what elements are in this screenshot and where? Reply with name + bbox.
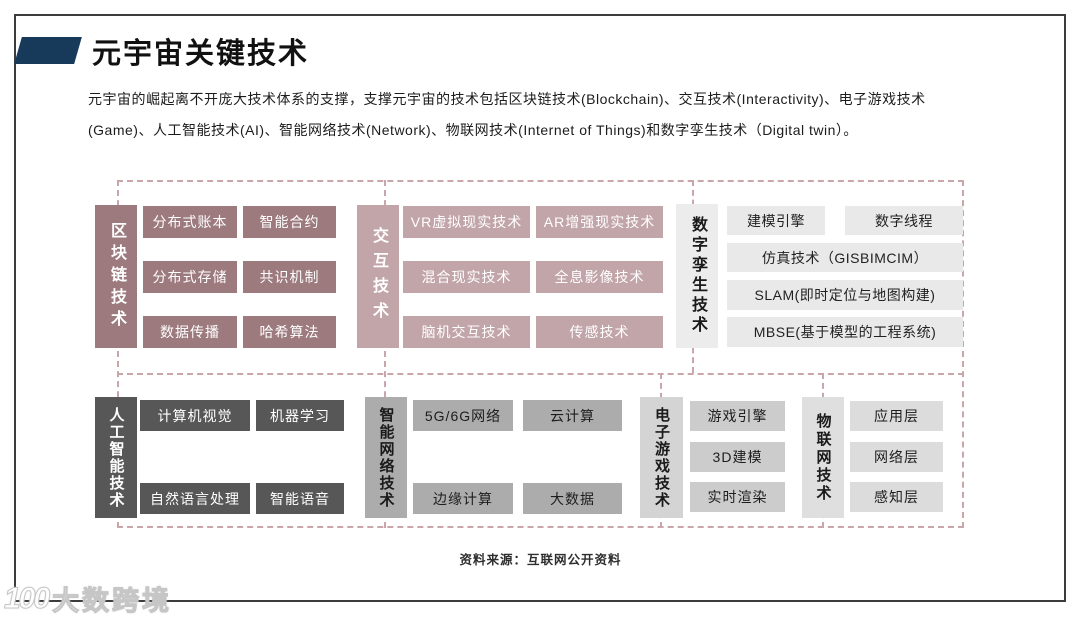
section-label-ai: 人工智能技术 (95, 397, 137, 518)
interaction-item: AR增强现实技术 (536, 206, 663, 238)
game-item: 游戏引擎 (690, 401, 785, 431)
blockchain-item: 分布式账本 (143, 206, 237, 238)
digital-twin-item: 数字线程 (845, 206, 963, 235)
digital-twin-item: MBSE(基于模型的工程系统) (727, 317, 963, 347)
blockchain-item: 哈希算法 (243, 316, 336, 348)
network-item: 云计算 (523, 400, 622, 431)
iot-item: 感知层 (850, 482, 943, 512)
diagram-dashed-divider-middle (384, 180, 386, 528)
game-item: 3D建模 (690, 442, 785, 472)
ai-item: 自然语言处理 (140, 483, 250, 514)
iot-item: 网络层 (850, 442, 943, 472)
ai-item: 机器学习 (256, 400, 344, 431)
section-label-interaction: 交互技术 (357, 205, 399, 348)
page-title: 元宇宙关键技术 (92, 38, 310, 70)
blockchain-item: 共识机制 (243, 261, 336, 293)
intro-line-2: (Game)、人工智能技术(AI)、智能网络技术(Network)、物联网技术(… (88, 122, 858, 138)
intro-line-1: 元宇宙的崛起离不开庞大技术体系的支撑，支撑元宇宙的技术包括区块链技术(Block… (88, 91, 926, 107)
section-label-game: 电子游戏技术 (640, 397, 683, 518)
blockchain-item: 分布式存储 (143, 261, 237, 293)
game-item: 实时渲染 (690, 482, 785, 512)
interaction-item: 全息影像技术 (536, 261, 663, 293)
interaction-item: 脑机交互技术 (403, 316, 530, 348)
section-label-iot: 物联网技术 (802, 397, 844, 518)
watermark-text: 大数跨境 (52, 586, 173, 617)
digital-twin-item: 建模引擎 (727, 206, 825, 235)
title-accent-shape (14, 37, 82, 64)
intro-paragraph: 元宇宙的崛起离不开庞大技术体系的支撑，支撑元宇宙的技术包括区块链技术(Block… (88, 84, 1023, 146)
interaction-item: 传感技术 (536, 316, 663, 348)
iot-item: 应用层 (850, 401, 943, 431)
digital-twin-item: SLAM(即时定位与地图构建) (727, 280, 963, 310)
ai-item: 智能语音 (256, 483, 344, 514)
digital-twin-item: 仿真技术（GISBIMCIM） (727, 243, 963, 272)
network-item: 大数据 (523, 483, 622, 514)
diagram-dashed-border (117, 180, 964, 528)
blockchain-item: 数据传播 (143, 316, 237, 348)
network-item: 5G/6G网络 (413, 400, 513, 431)
blockchain-item: 智能合约 (243, 206, 336, 238)
interaction-item: 混合现实技术 (403, 261, 530, 293)
network-item: 边缘计算 (413, 483, 513, 514)
section-label-digital-twin: 数字孪生技术 (676, 204, 718, 348)
source-note: 资料来源：互联网公开资料 (459, 553, 622, 567)
section-label-network: 智能网络技术 (365, 397, 407, 518)
interaction-item: VR虚拟现实技术 (403, 206, 530, 238)
ai-item: 计算机视觉 (140, 400, 250, 431)
watermark: 100 大数跨境 (3, 579, 173, 618)
section-label-blockchain: 区块链技术 (95, 205, 137, 348)
watermark-logo-icon: 100 (3, 581, 50, 615)
diagram-dashed-divider-horizontal (117, 373, 964, 375)
